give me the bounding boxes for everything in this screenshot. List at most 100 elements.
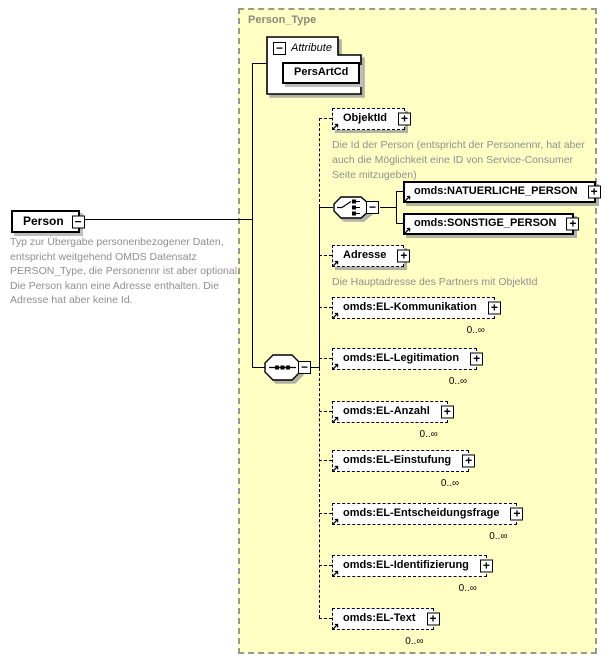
- row-el-einstufung: ↗ omds:EL-Einstufung + 0..∞: [331, 450, 476, 489]
- attributes-section-label: Attribute: [291, 42, 332, 54]
- expand-icon[interactable]: +: [462, 454, 476, 468]
- reference-arrow-icon: ↗: [331, 464, 340, 475]
- element-person[interactable]: Person −: [11, 210, 85, 233]
- expand-icon[interactable]: +: [426, 612, 440, 626]
- objektid-annotation: Die Id der Person (entspricht der Person…: [332, 139, 585, 181]
- element-person-label: Person: [23, 214, 64, 228]
- element-el-entscheidungsfrage[interactable]: ↗ omds:EL-Entscheidungsfrage +: [331, 503, 524, 528]
- connector-adresse: [319, 255, 332, 256]
- choice-bracket: [396, 191, 397, 223]
- row-el-kommunikation: ↗ omds:EL-Kommunikation + 0..∞: [331, 297, 501, 336]
- connector-el-identifizierung: [319, 565, 332, 566]
- collapse-icon[interactable]: −: [273, 42, 286, 55]
- person-type-panel: Person_Type: [238, 8, 597, 654]
- expand-icon[interactable]: +: [479, 559, 493, 573]
- sequence-icon[interactable]: [264, 354, 301, 381]
- connector-el-entscheidungsfrage: [319, 513, 332, 514]
- connector-sequence: [252, 367, 265, 368]
- element-natuerliche-person-label: omds:NATUERLICHE_PERSON: [414, 185, 578, 197]
- connector-natuerliche-person: [396, 191, 403, 192]
- row-sonstige-person: ↗ omds:SONSTIGE_PERSON +: [403, 213, 580, 237]
- occurs-label: 0..∞: [448, 376, 468, 387]
- element-el-text-label: omds:EL-Text: [343, 612, 416, 624]
- connector-choice-bracket: [380, 207, 396, 208]
- element-el-kommunikation-label: omds:EL-Kommunikation: [343, 301, 477, 313]
- element-sonstige-person-label: omds:SONSTIGE_PERSON: [414, 217, 557, 229]
- expand-icon[interactable]: +: [440, 405, 454, 419]
- choice-icon[interactable]: [333, 196, 370, 219]
- collapse-icon[interactable]: −: [298, 361, 311, 374]
- occurs-label: 0..∞: [440, 478, 460, 489]
- trunk-children-mid: [319, 207, 320, 368]
- connector-choice: [319, 207, 333, 208]
- row-el-identifizierung: ↗ omds:EL-Identifizierung + 0..∞: [331, 555, 493, 594]
- adresse-annotation: Die Hauptadresse des Partners mit Objekt…: [332, 276, 538, 288]
- attribute-persartcd[interactable]: PersArtCd: [282, 62, 361, 84]
- element-el-entscheidungsfrage-label: omds:EL-Entscheidungsfrage: [343, 507, 500, 519]
- expand-icon[interactable]: +: [566, 217, 580, 231]
- reference-arrow-icon: ↗: [331, 362, 340, 373]
- element-objektid[interactable]: ↗ ObjektId +: [331, 108, 412, 133]
- row-el-entscheidungsfrage: ↗ omds:EL-Entscheidungsfrage + 0..∞: [331, 503, 524, 542]
- occurs-label: 0..∞: [419, 429, 438, 440]
- element-objektid-label: ObjektId: [343, 112, 388, 124]
- row-el-legitimation: ↗ omds:EL-Legitimation + 0..∞: [331, 348, 484, 387]
- connector-person: [70, 219, 252, 220]
- connector-el-text: [319, 618, 332, 619]
- element-el-legitimation[interactable]: ↗ omds:EL-Legitimation +: [331, 348, 484, 373]
- element-el-einstufung-label: omds:EL-Einstufung: [343, 454, 452, 466]
- occurs-label: 0..∞: [489, 531, 508, 542]
- element-el-text[interactable]: ↗ omds:EL-Text +: [331, 608, 440, 633]
- reference-arrow-icon: ↗: [331, 311, 340, 322]
- reference-arrow-icon: ↗: [331, 622, 340, 633]
- row-el-anzahl: ↗ omds:EL-Anzahl + 0..∞: [331, 401, 454, 440]
- element-adresse[interactable]: ↗ Adresse +: [331, 245, 411, 270]
- element-el-legitimation-label: omds:EL-Legitimation: [343, 352, 460, 364]
- row-el-text: ↗ omds:EL-Text + 0..∞: [331, 608, 440, 647]
- element-adresse-label: Adresse: [343, 249, 387, 261]
- element-el-kommunikation[interactable]: ↗ omds:EL-Kommunikation +: [331, 297, 501, 322]
- connector-el-legitimation: [319, 358, 332, 359]
- row-natuerliche-person: ↗ omds:NATUERLICHE_PERSON +: [403, 181, 601, 205]
- trunk-children-upper: [319, 118, 320, 207]
- element-el-anzahl-label: omds:EL-Anzahl: [343, 405, 430, 417]
- row-objektid: ↗ ObjektId + Die Id der Person (entspric…: [331, 108, 594, 183]
- connector-el-anzahl: [319, 411, 332, 412]
- attribute-persartcd-label: PersArtCd: [294, 66, 349, 78]
- element-sonstige-person[interactable]: ↗ omds:SONSTIGE_PERSON +: [403, 213, 580, 237]
- element-natuerliche-person[interactable]: ↗ omds:NATUERLICHE_PERSON +: [403, 181, 601, 205]
- reference-arrow-icon: ↗: [331, 259, 340, 270]
- collapse-icon[interactable]: −: [71, 215, 85, 228]
- reference-arrow-icon: ↗: [331, 415, 340, 426]
- reference-arrow-icon: ↗: [331, 569, 340, 580]
- reference-arrow-icon: ↗: [403, 194, 412, 205]
- connector-objektid: [319, 118, 332, 119]
- expand-icon[interactable]: +: [398, 112, 412, 126]
- expand-icon[interactable]: +: [587, 185, 601, 199]
- connector-sonstige-person: [396, 223, 403, 224]
- element-el-identifizierung-label: omds:EL-Identifizierung: [343, 559, 469, 571]
- element-el-anzahl[interactable]: ↗ omds:EL-Anzahl +: [331, 401, 454, 426]
- trunk-children-lower: [319, 368, 320, 618]
- expand-icon[interactable]: +: [397, 249, 411, 263]
- expand-icon[interactable]: +: [510, 507, 524, 521]
- collapse-icon[interactable]: −: [366, 201, 379, 214]
- row-adresse: ↗ Adresse + Die Hauptadresse des Partner…: [331, 245, 594, 290]
- connector-el-kommunikation: [319, 307, 332, 308]
- panel-title: Person_Type: [248, 14, 317, 26]
- element-el-identifizierung[interactable]: ↗ omds:EL-Identifizierung +: [331, 555, 493, 580]
- occurs-label: 0..∞: [458, 583, 477, 594]
- reference-arrow-icon: ↗: [331, 517, 340, 528]
- reference-arrow-icon: ↗: [403, 226, 412, 237]
- expand-icon[interactable]: +: [487, 301, 501, 315]
- expand-icon[interactable]: +: [470, 352, 484, 366]
- element-el-einstufung[interactable]: ↗ omds:EL-Einstufung +: [331, 450, 476, 475]
- connector-el-einstufung: [319, 460, 332, 461]
- connector-attributes: [252, 63, 269, 64]
- trunk-element: [252, 63, 253, 368]
- occurs-label: 0..∞: [405, 636, 424, 647]
- connector-sequence-out: [311, 367, 319, 368]
- reference-arrow-icon: ↗: [331, 122, 340, 133]
- person-annotation: Typ zur Übergabe personenbezogener Daten…: [10, 236, 240, 306]
